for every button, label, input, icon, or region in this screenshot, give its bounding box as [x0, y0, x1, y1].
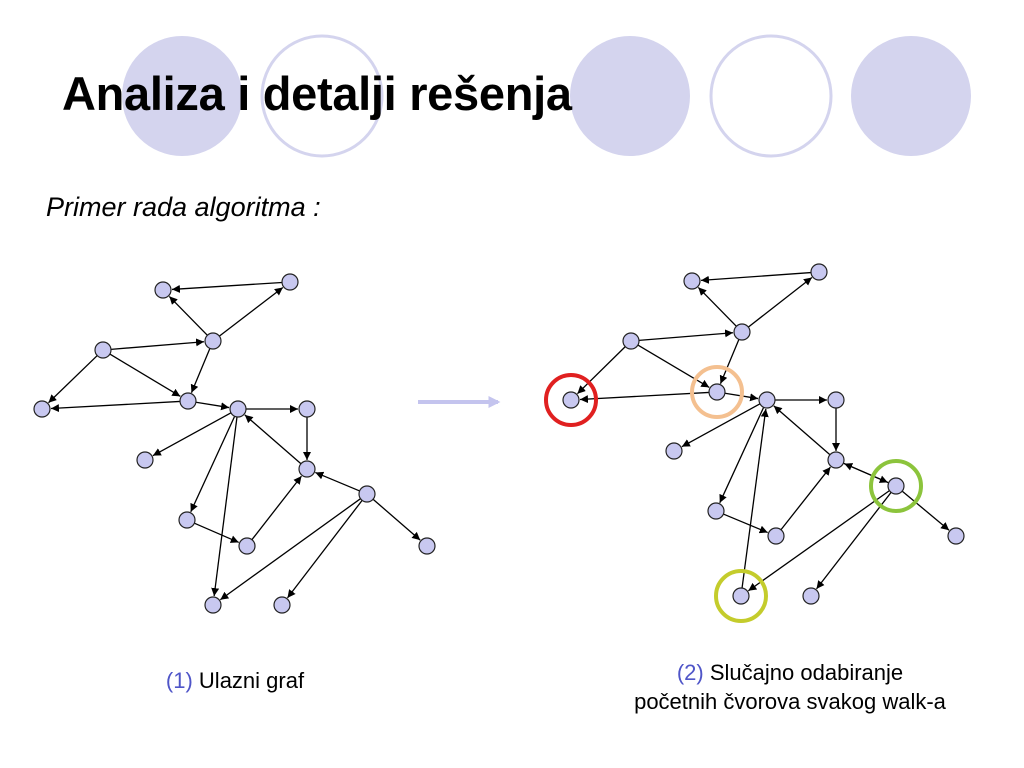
graph-edge: [286, 499, 363, 599]
graph-edge: [576, 346, 626, 395]
graph-edge: [190, 348, 211, 393]
graph-node: [136, 451, 154, 469]
caption-number: (2): [676, 660, 704, 685]
graph-edge: [780, 466, 831, 531]
graph-node: [229, 400, 247, 418]
graph-node: [810, 263, 828, 281]
start-node-highlight-ring: [690, 365, 744, 419]
graph-edge: [719, 339, 740, 384]
graph-node: [281, 273, 299, 291]
graph-node: [887, 477, 905, 495]
graph-edge: [251, 475, 302, 541]
graph-edge: [747, 277, 813, 328]
graph-edge: [219, 498, 361, 601]
graph-edge: [638, 329, 734, 342]
graph-node: [204, 596, 222, 614]
graph-edge: [244, 414, 302, 465]
graph-edge: [109, 353, 181, 397]
start-node-highlight-ring: [714, 569, 768, 623]
graph-node: [802, 587, 820, 605]
decor-circle-4: [709, 34, 833, 158]
caption-input-graph: (1) Ulazni graf: [100, 666, 370, 695]
graph-edge: [700, 271, 812, 284]
graph-node: [622, 332, 640, 350]
graph-edge: [815, 491, 892, 590]
graph-node: [562, 391, 580, 409]
graph-node: [358, 485, 376, 503]
graph-edge: [681, 403, 761, 448]
graph-node: [708, 383, 726, 401]
graph-edge: [773, 405, 831, 456]
graph-node: [273, 596, 291, 614]
caption-text: Ulazni graf: [198, 668, 305, 693]
graph-node: [758, 391, 776, 409]
graph-node: [179, 392, 197, 410]
graph-edge: [110, 338, 205, 350]
decor-circle-2: [260, 34, 384, 158]
input-graph-edges: [48, 281, 421, 601]
graph-edge: [171, 281, 283, 293]
graph-edge: [372, 498, 421, 541]
caption-number: (1): [165, 668, 193, 693]
graph-edge: [723, 513, 768, 534]
graph-node: [33, 400, 51, 418]
graph-edge: [719, 406, 765, 504]
graph-node: [154, 281, 172, 299]
caption-random-start: (2) Slučajno odabiranje početnih čvorova…: [560, 658, 1020, 716]
graph-node: [298, 460, 316, 478]
graph-node: [827, 451, 845, 469]
graph-edge: [901, 490, 950, 531]
graph-node: [298, 400, 316, 418]
decor-circle-1: [122, 36, 242, 156]
graph-node: [204, 332, 222, 350]
caption-text-line2: početnih čvorova svakog walk-a: [634, 689, 946, 714]
graph-node: [707, 502, 725, 520]
graph-edge: [152, 412, 232, 457]
graph-edge: [579, 391, 710, 404]
page-title: Analiza i detalji rešenja: [62, 67, 572, 120]
graph-node: [238, 537, 256, 555]
decor-circle-5: [851, 36, 971, 156]
graph-edge: [190, 415, 236, 513]
start-node-highlight-ring: [544, 373, 598, 427]
graph-node: [767, 527, 785, 545]
subtitle: Primer rada algoritma :: [46, 192, 321, 222]
graph-node: [94, 341, 112, 359]
graph-node: [178, 511, 196, 529]
walk-graph-nodes: [562, 263, 965, 605]
graph-edge: [50, 400, 181, 413]
graph-edge: [211, 416, 238, 597]
graph-edge: [194, 522, 240, 544]
graph-edge: [218, 286, 284, 337]
graph-edge: [747, 490, 890, 592]
graph-edge: [843, 462, 889, 484]
graph-node: [665, 442, 683, 460]
graph-node: [827, 391, 845, 409]
graph-edge: [697, 286, 737, 327]
caption-text-line1: Slučajno odabiranje: [709, 660, 904, 685]
graph-node: [947, 527, 965, 545]
graph-edge: [741, 408, 769, 589]
decor-circle-3: [570, 36, 690, 156]
graph-node: [418, 537, 436, 555]
graph-node: [683, 272, 701, 290]
walk-graph-edges: [576, 271, 950, 592]
input-graph-nodes: [33, 273, 436, 614]
graph-edge: [48, 355, 98, 404]
start-node-highlights: [544, 365, 923, 623]
graph-node: [732, 587, 750, 605]
graph-edge: [637, 344, 710, 388]
graph-edge: [195, 401, 230, 411]
graph-edge: [168, 295, 208, 336]
graph-edge: [315, 471, 360, 492]
graph-node: [733, 323, 751, 341]
start-node-highlight-ring: [869, 459, 923, 513]
